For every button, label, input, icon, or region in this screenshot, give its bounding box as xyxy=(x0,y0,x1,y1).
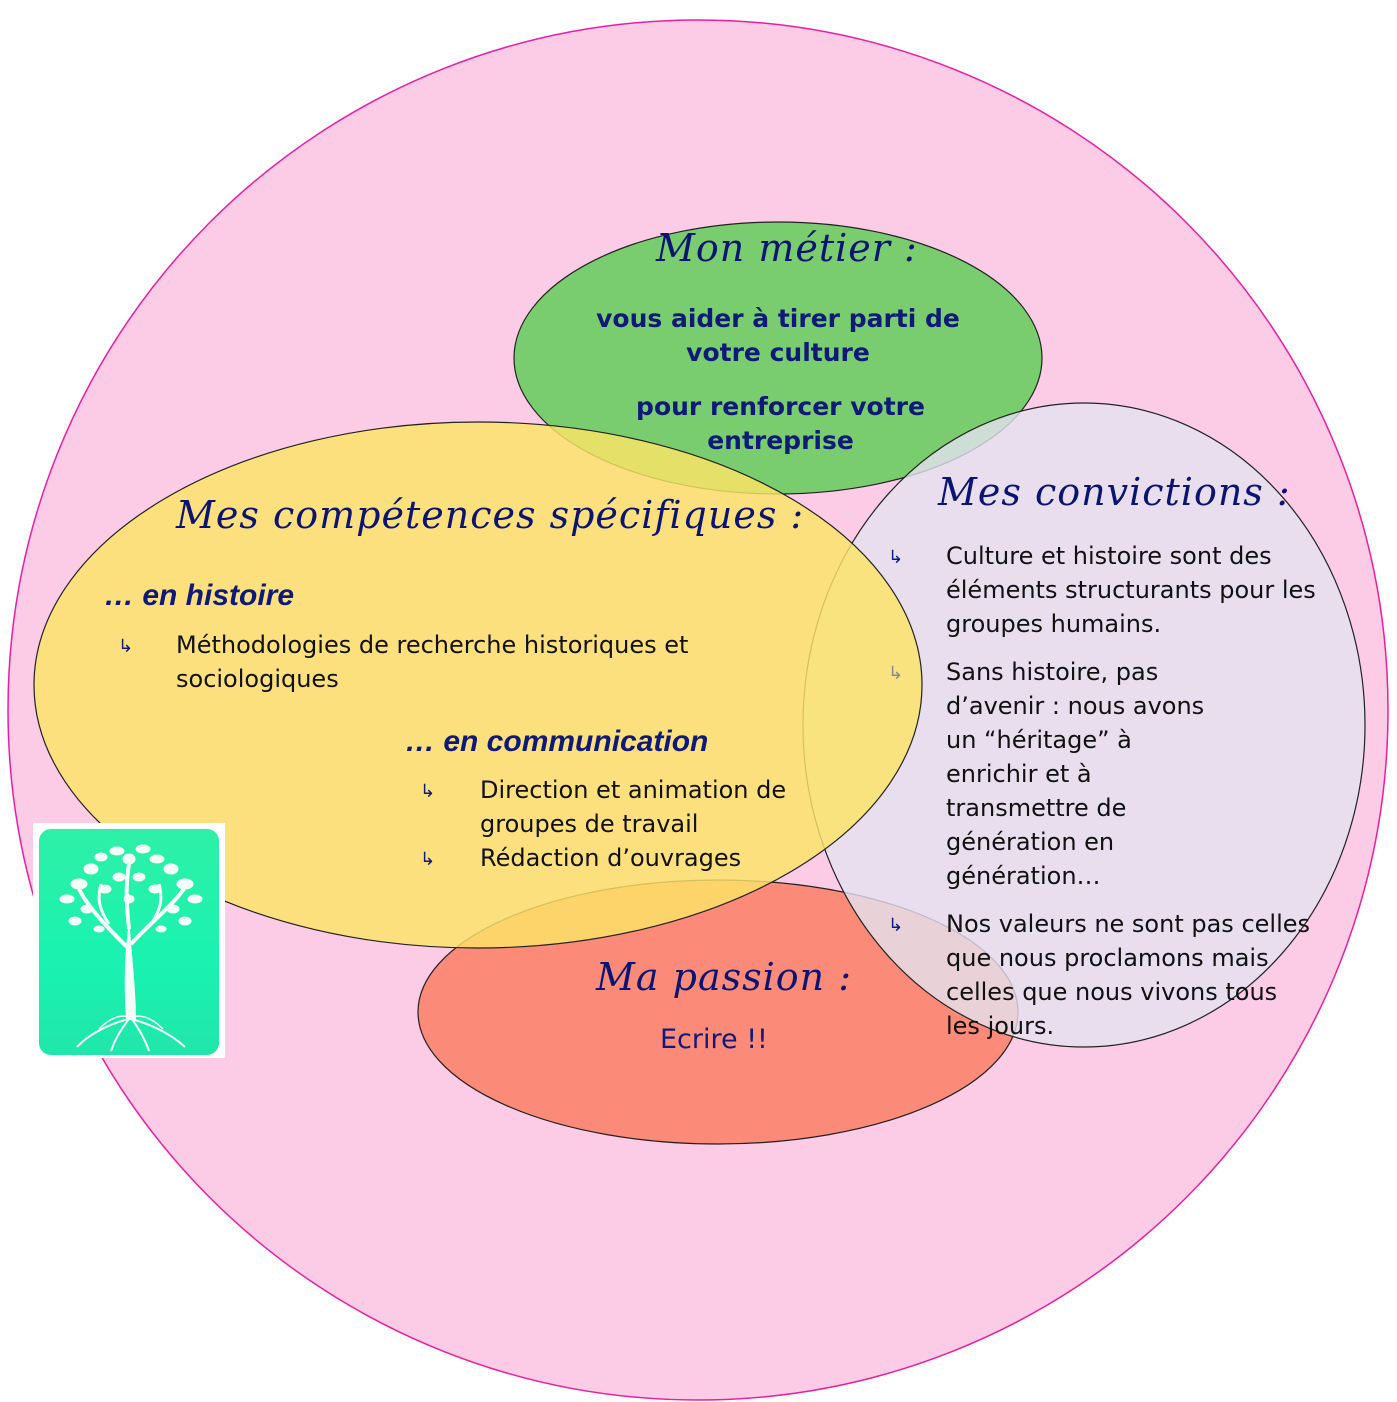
competences-title: Mes compétences spécifiques : xyxy=(176,493,805,537)
list-item: ↳ Sans histoire, pas d’avenir : nous avo… xyxy=(888,655,1228,893)
list-item: ↳ Direction et animation de groupes de t… xyxy=(420,773,800,841)
arrow-bullet-icon: ↳ xyxy=(420,849,436,870)
list-item-label: Direction et animation de groupes de tra… xyxy=(480,776,787,838)
metier-title: Mon métier : xyxy=(656,226,918,270)
logo-tile xyxy=(39,829,219,1055)
metier-line2: pour renforcer votre entreprise xyxy=(636,392,925,455)
logo xyxy=(33,823,225,1058)
arrow-bullet-icon: ↳ xyxy=(118,636,134,657)
histoire-list: ↳ Méthodologies de recherche historiques… xyxy=(118,628,758,696)
arrow-bullet-icon: ↳ xyxy=(420,781,436,802)
list-item: ↳ Nos valeurs ne sont pas celles que nou… xyxy=(888,907,1318,1043)
convictions-list: ↳ Culture et histoire sont des éléments … xyxy=(888,539,1318,1043)
histoire-heading: … en histoire xyxy=(104,579,295,612)
list-item: ↳ Rédaction d’ouvrages xyxy=(420,841,800,875)
passion-title: Ma passion : xyxy=(596,955,853,999)
competences-ellipse xyxy=(33,421,923,949)
arrow-bullet-icon: ↳ xyxy=(888,915,904,936)
metier-line1: vous aider à tirer parti de votre cultur… xyxy=(596,304,960,367)
convictions-title: Mes convictions : xyxy=(938,470,1291,514)
arrow-bullet-icon: ↳ xyxy=(888,663,904,684)
list-item-label: Méthodologies de recherche historiques e… xyxy=(176,631,689,693)
list-item-label: Rédaction d’ouvrages xyxy=(480,844,742,872)
list-item: ↳ Culture et histoire sont des éléments … xyxy=(888,539,1318,641)
arrow-bullet-icon: ↳ xyxy=(888,547,904,568)
tree-icon xyxy=(59,844,203,1052)
list-item-label: Culture et histoire sont des éléments st… xyxy=(946,542,1316,638)
communication-list: ↳ Direction et animation de groupes de t… xyxy=(420,773,800,875)
list-item-label: Nos valeurs ne sont pas celles que nous … xyxy=(946,910,1311,1040)
passion-body: Ecrire !! xyxy=(660,1024,768,1055)
list-item-label: Sans histoire, pas d’avenir : nous avons… xyxy=(946,658,1205,890)
communication-heading: … en communication xyxy=(405,725,709,758)
list-item: ↳ Méthodologies de recherche historiques… xyxy=(118,628,758,696)
